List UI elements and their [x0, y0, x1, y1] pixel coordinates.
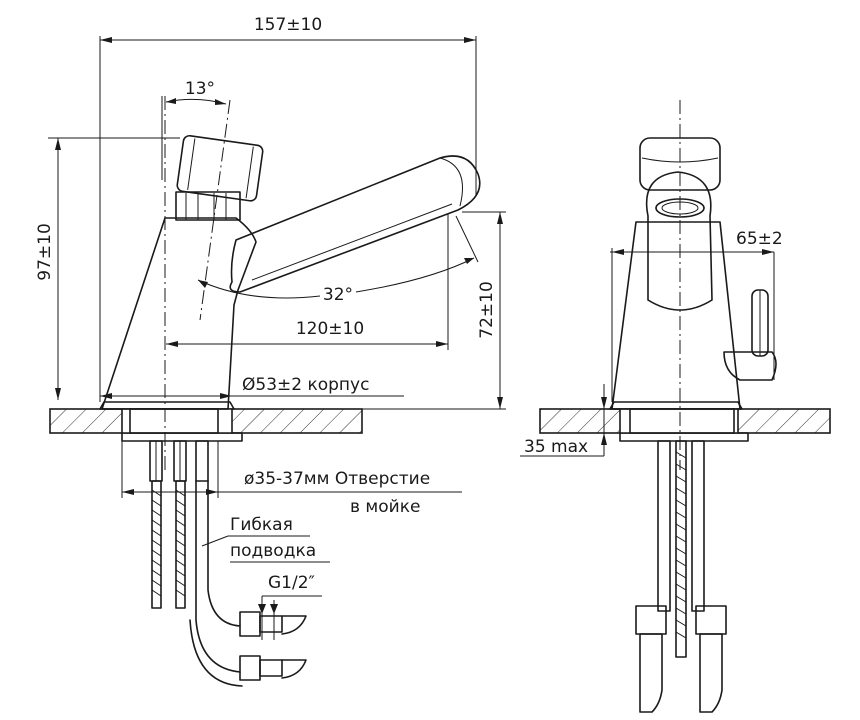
dim-max-thickness: 35 max	[520, 384, 607, 457]
side-offset-label: 65±2	[736, 229, 783, 249]
dim-spout-reach: 120±10	[166, 214, 449, 350]
side-view: 65±2 35 max	[520, 100, 831, 713]
mounting-plate	[121, 432, 243, 442]
dim-handle-angle: 13°	[161, 79, 227, 180]
dim-spout-height: 72±10	[362, 211, 506, 410]
max-thickness-label: 35 max	[524, 437, 588, 457]
dim-spout-angle: 32°	[197, 215, 479, 305]
dim-overall-length: 157±10	[99, 15, 477, 402]
overall-height-label: 97±10	[35, 223, 55, 281]
spout-angle-label: 32°	[323, 285, 353, 305]
dim-body-diameter: Ø53±2 корпус	[100, 375, 404, 399]
faucet-body	[101, 217, 257, 410]
side-body	[611, 221, 741, 410]
dim-overall-height: 97±10	[35, 137, 180, 400]
supply-hoses	[149, 440, 307, 687]
hole-diameter-label-2: в мойке	[350, 497, 420, 517]
body-diameter-label: Ø53±2 корпус	[242, 375, 369, 395]
push-handle	[176, 134, 264, 202]
hose-callout: Гибкая подводка	[201, 515, 330, 563]
hole-diameter-label-1: ø35-37мм Отверстие	[244, 469, 430, 489]
dim-hole-diameter: ø35-37мм Отверстие в мойке	[121, 441, 462, 517]
spout-reach-label: 120±10	[296, 319, 364, 339]
thread-label: G1/2″	[268, 573, 315, 593]
spout-height-label: 72±10	[477, 281, 497, 339]
hose-label-2: подводка	[230, 541, 316, 561]
overall-length-label: 157±10	[254, 15, 322, 35]
dim-side-offset: 65±2	[610, 229, 783, 402]
thread-callout: G1/2″	[258, 573, 322, 640]
handle-angle-label: 13°	[185, 79, 215, 99]
front-view: 157±10 97±10 13° 32°	[35, 15, 506, 687]
hose-label-1: Гибкая	[230, 515, 293, 535]
spout	[229, 155, 481, 293]
